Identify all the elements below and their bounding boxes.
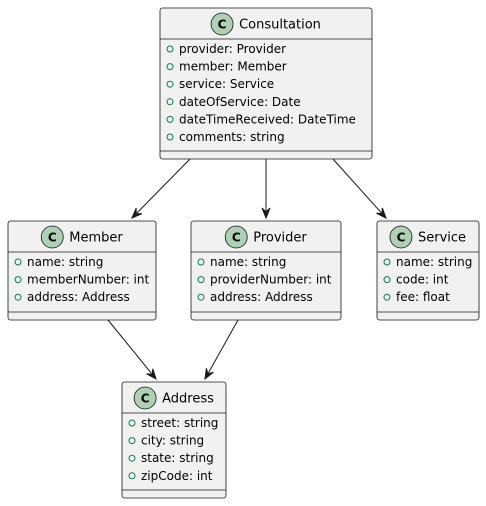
public-visibility-icon [128, 437, 136, 445]
arrowhead-icon [261, 207, 271, 220]
class-attribute: street: string [141, 416, 218, 430]
public-visibility-icon [166, 115, 174, 123]
public-visibility-icon [166, 45, 174, 53]
class-stereotype-icon [389, 225, 413, 249]
class-attribute: providerNumber: int [210, 273, 332, 287]
class-attribute: address: Address [27, 290, 130, 304]
stereotype-letter: C [397, 230, 406, 244]
class-stereotype-icon [210, 12, 234, 36]
class-name: Provider [253, 231, 307, 246]
public-visibility-icon [128, 419, 136, 427]
class-stereotype-icon [40, 225, 64, 249]
relation-consultation-to-member [131, 158, 191, 219]
public-visibility-icon [166, 98, 174, 106]
class-attribute: member: Member [179, 60, 287, 74]
public-visibility-icon [128, 472, 136, 480]
class-attribute: name: string [396, 255, 472, 269]
public-visibility-icon [14, 293, 22, 301]
public-visibility-icon [14, 258, 22, 266]
relation-consultation-to-provider [261, 159, 271, 220]
class-attribute: provider: Provider [179, 42, 286, 56]
public-visibility-icon [197, 258, 205, 266]
relation-line [332, 158, 382, 214]
class-attribute: dateOfService: Date [179, 95, 301, 109]
class-attribute: comments: string [179, 130, 285, 144]
stereotype-letter: C [218, 17, 227, 31]
class-name: Address [162, 392, 214, 407]
class-attribute: zipCode: int [141, 469, 213, 483]
stereotype-letter: C [141, 391, 150, 405]
class-stereotype-icon [133, 386, 157, 410]
class-attribute: service: Service [179, 77, 274, 91]
class-box [121, 381, 227, 499]
relation-provider-to-address [204, 319, 239, 381]
public-visibility-icon [128, 454, 136, 462]
public-visibility-icon [383, 276, 391, 284]
class-attribute: city: string [141, 434, 204, 448]
relation-line [207, 319, 239, 374]
public-visibility-icon [166, 63, 174, 71]
class-attribute: name: string [210, 255, 286, 269]
arrowhead-icon [131, 207, 143, 219]
class-attribute: name: string [27, 255, 103, 269]
relation-line [136, 158, 191, 214]
arrowhead-icon [376, 207, 387, 220]
public-visibility-icon [166, 80, 174, 88]
class-attribute: memberNumber: int [27, 273, 149, 287]
public-visibility-icon [383, 258, 391, 266]
public-visibility-icon [197, 293, 205, 301]
relation-line [107, 319, 152, 374]
class-attribute: address: Address [210, 290, 313, 304]
class-name: Member [69, 231, 123, 246]
public-visibility-icon [166, 133, 174, 141]
public-visibility-icon [14, 276, 22, 284]
class-box [159, 7, 373, 160]
public-visibility-icon [383, 293, 391, 301]
relations-layer [107, 158, 387, 381]
class-attribute: code: int [396, 273, 449, 287]
class-name: Service [418, 231, 466, 246]
public-visibility-icon [197, 276, 205, 284]
arrowhead-icon [204, 368, 214, 381]
class-attribute: dateTimeReceived: DateTime [179, 112, 356, 126]
class-stereotype-icon [224, 225, 248, 249]
arrowhead-icon [146, 368, 157, 381]
class-attribute: state: string [141, 451, 214, 465]
class-box [190, 220, 342, 321]
relation-member-to-address [107, 319, 157, 381]
class-name: Consultation [239, 18, 321, 33]
class-attribute: fee: float [396, 290, 450, 304]
stereotype-letter: C [48, 230, 57, 244]
relation-consultation-to-service [332, 158, 387, 220]
stereotype-letter: C [232, 230, 241, 244]
